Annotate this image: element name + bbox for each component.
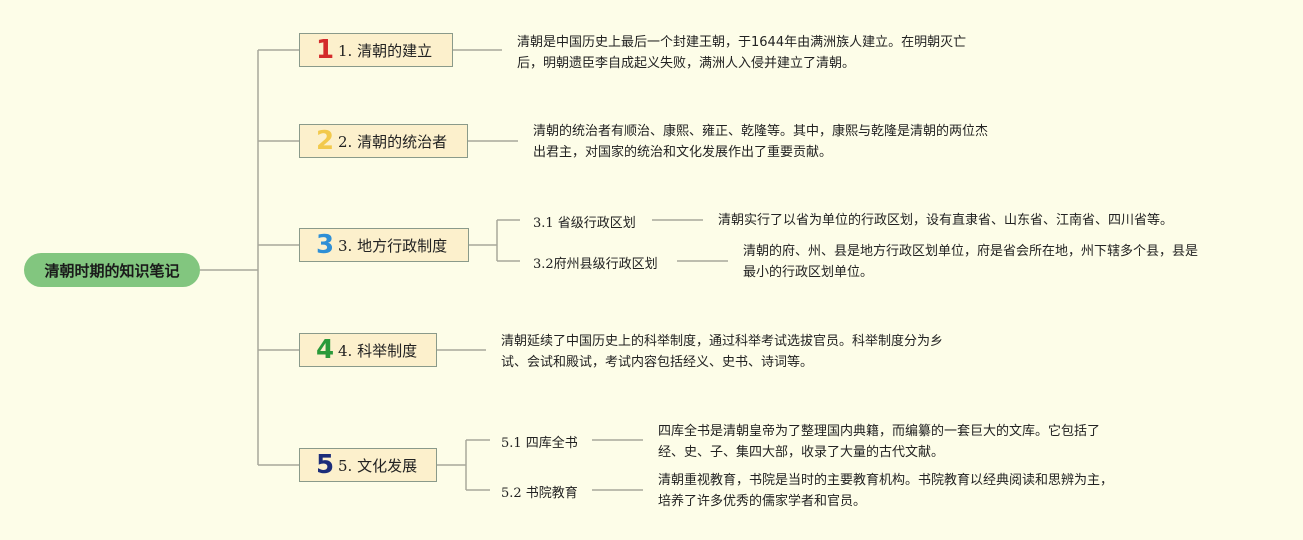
branch-node-4[interactable]: 4 4. 科举制度 <box>299 333 437 367</box>
branch-node-3[interactable]: 3 3. 地方行政制度 <box>299 228 469 262</box>
note-line: 清朝延续了中国历史上的科举制度，通过科举考试选拔官员。科举制度分为乡 <box>501 334 944 349</box>
sub-note-5-2: 清朝重视教育，书院是当时的主要教育机构。书院教育以经典阅读和思辨为主， 培养了许… <box>658 470 1113 512</box>
number-4-icon: 4 <box>316 335 335 365</box>
note-line: 四库全书是清朝皇帝为了整理国内典籍，而编纂的一套巨大的文库。它包括了 <box>658 424 1101 439</box>
branch-label: 4. 科举制度 <box>338 341 418 360</box>
sub-node-3-1[interactable]: 3.1 省级行政区划 <box>533 216 636 231</box>
note-line: 清朝实行了以省为单位的行政区划，设有直隶省、山东省、江南省、四川省等。 <box>718 213 1174 228</box>
branch-label: 3. 地方行政制度 <box>338 236 448 255</box>
branch-label: 1. 清朝的建立 <box>338 41 433 60</box>
branch-node-5[interactable]: 5 5. 文化发展 <box>299 448 437 482</box>
number-2-icon: 2 <box>316 126 335 156</box>
branch-label: 5. 文化发展 <box>338 456 418 475</box>
note-line: 清朝的府、州、县是地方行政区划单位，府是省会所在地，州下辖多个县，县是 <box>743 244 1199 259</box>
sub-note-3-2: 清朝的府、州、县是地方行政区划单位，府是省会所在地，州下辖多个县，县是 最小的行… <box>743 241 1198 283</box>
sub-node-5-1[interactable]: 5.1 四库全书 <box>501 436 578 451</box>
sub-note-3-1: 清朝实行了以省为单位的行政区划，设有直隶省、山东省、江南省、四川省等。 <box>718 210 1173 231</box>
root-node[interactable]: 清朝时期的知识笔记 <box>24 253 200 287</box>
branch-note-4: 清朝延续了中国历史上的科举制度，通过科举考试选拔官员。科举制度分为乡 试、会试和… <box>501 331 943 373</box>
note-line: 出君主，对国家的统治和文化发展作出了重要贡献。 <box>533 145 833 160</box>
sub-note-5-1: 四库全书是清朝皇帝为了整理国内典籍，而编纂的一套巨大的文库。它包括了 经、史、子… <box>658 421 1100 463</box>
note-line: 清朝的统治者有顺治、康熙、雍正、乾隆等。其中，康熙与乾隆是清朝的两位杰 <box>533 124 989 139</box>
sub-node-5-2[interactable]: 5.2 书院教育 <box>501 486 578 501</box>
branch-note-1: 清朝是中国历史上最后一个封建王朝，于1644年由满洲族人建立。在明朝灭亡 后，明… <box>517 32 966 74</box>
number-1-icon: 1 <box>316 35 335 65</box>
note-line: 清朝是中国历史上最后一个封建王朝，于1644年由满洲族人建立。在明朝灭亡 <box>517 35 967 50</box>
branch-node-1[interactable]: 1 1. 清朝的建立 <box>299 33 453 67</box>
branch-label: 2. 清朝的统治者 <box>338 132 448 151</box>
sub-node-3-2[interactable]: 3.2府州县级行政区划 <box>533 257 658 272</box>
note-line: 试、会试和殿试，考试内容包括经义、史书、诗词等。 <box>501 355 814 370</box>
note-line: 后，明朝遗臣李自成起义失败，满洲人入侵并建立了清朝。 <box>517 56 856 71</box>
note-line: 清朝重视教育，书院是当时的主要教育机构。书院教育以经典阅读和思辨为主， <box>658 473 1114 488</box>
note-line: 培养了许多优秀的儒家学者和官员。 <box>658 494 867 509</box>
note-line: 最小的行政区划单位。 <box>743 265 874 280</box>
branch-node-2[interactable]: 2 2. 清朝的统治者 <box>299 124 468 158</box>
number-3-icon: 3 <box>316 230 335 260</box>
number-5-icon: 5 <box>316 450 335 480</box>
note-line: 经、史、子、集四大部，收录了大量的古代文献。 <box>658 445 945 460</box>
branch-note-2: 清朝的统治者有顺治、康熙、雍正、乾隆等。其中，康熙与乾隆是清朝的两位杰 出君主，… <box>533 121 988 163</box>
root-label: 清朝时期的知识笔记 <box>44 261 180 280</box>
